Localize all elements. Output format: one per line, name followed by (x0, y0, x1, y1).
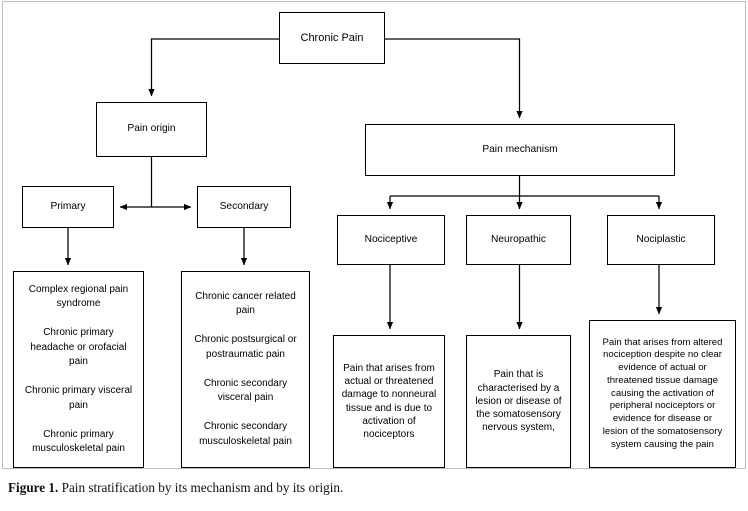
node-neuropathic[interactable]: Neuropathic (466, 215, 571, 265)
node-neuropathic-definition[interactable]: Pain that is characterised by a lesion o… (466, 335, 571, 468)
node-neuropathic-label: Neuropathic (491, 233, 546, 245)
node-chronic-pain-label: Chronic Pain (300, 31, 364, 44)
secondary-conditions-text: Chronic cancer related pain Chronic post… (194, 290, 297, 447)
node-pain-mechanism-label: Pain mechanism (482, 143, 558, 155)
node-secondary-label: Secondary (219, 200, 269, 212)
neuropathic-definition-text: Pain that is characterised by a lesion o… (475, 369, 562, 434)
node-pain-mechanism[interactable]: Pain mechanism (365, 124, 675, 176)
figure-caption-label: Figure 1. (8, 480, 59, 495)
node-primary[interactable]: Primary (22, 186, 114, 228)
node-secondary[interactable]: Secondary (197, 186, 291, 228)
node-nociceptive[interactable]: Nociceptive (337, 215, 445, 265)
figure-caption-text: Pain stratification by its mechanism and… (58, 480, 344, 495)
node-nociplastic-label: Nociplastic (636, 233, 686, 245)
node-nociceptive-definition[interactable]: Pain that arises from actual or threaten… (333, 335, 445, 468)
flowchart-canvas: Chronic Pain Pain origin Pain mechanism … (13, 12, 736, 468)
node-chronic-pain[interactable]: Chronic Pain (279, 12, 385, 64)
node-pain-origin[interactable]: Pain origin (96, 102, 207, 157)
nociplastic-definition-text: Pain that arises from altered nociceptio… (602, 336, 723, 450)
node-nociceptive-label: Nociceptive (364, 233, 418, 245)
nociceptive-definition-text: Pain that arises from actual or threaten… (341, 362, 437, 441)
edge-root-to-mechanism (385, 38, 523, 119)
node-primary-label: Primary (50, 200, 86, 212)
node-secondary-conditions-list[interactable]: Chronic cancer related pain Chronic post… (181, 271, 310, 468)
edge-root-to-origin (148, 38, 279, 97)
node-pain-origin-label: Pain origin (127, 123, 176, 135)
node-nociplastic-definition[interactable]: Pain that arises from altered nociceptio… (589, 320, 736, 468)
primary-conditions-text: Complex regional pain syndrome Chronic p… (24, 283, 133, 455)
node-nociplastic[interactable]: Nociplastic (607, 215, 715, 265)
node-primary-conditions-list[interactable]: Complex regional pain syndrome Chronic p… (13, 271, 144, 468)
figure-caption: Figure 1. Pain stratification by its mec… (8, 480, 742, 496)
